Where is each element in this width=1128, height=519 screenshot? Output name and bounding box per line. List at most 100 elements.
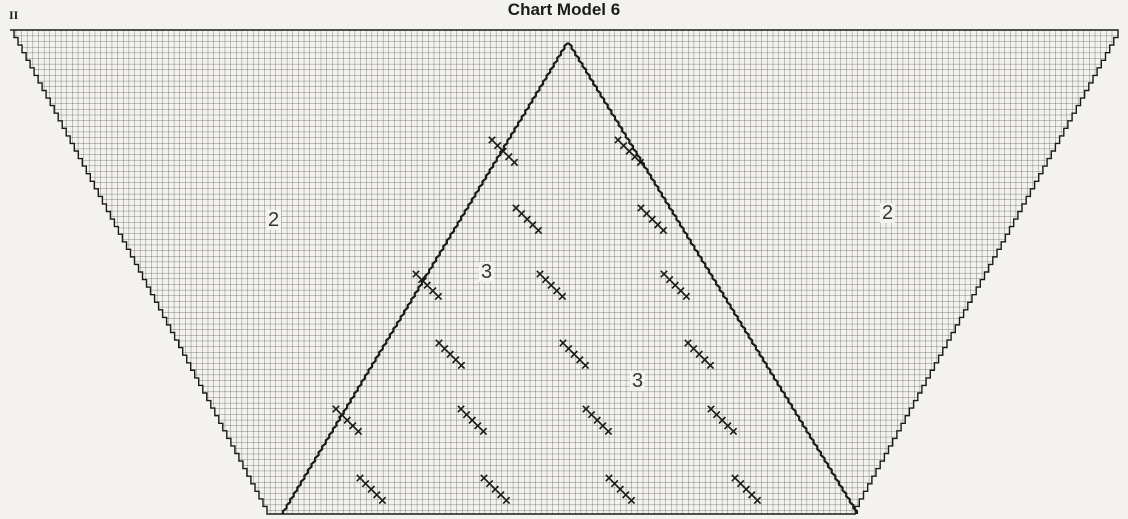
cross-mark (610, 479, 619, 488)
cross-mark (631, 153, 639, 161)
cross-mark (616, 485, 624, 493)
cross-mark (429, 287, 437, 295)
cross-mark (659, 226, 668, 235)
cross-mark (517, 209, 526, 218)
cross-mark (701, 356, 709, 364)
cross-mark (457, 405, 465, 413)
cross-mark (614, 136, 622, 144)
zone-label-center-lower: 3 (630, 370, 646, 392)
cross-mark (576, 356, 584, 364)
cross-mark-group (332, 136, 762, 505)
cross-mark (435, 339, 443, 347)
cross-mark (452, 356, 460, 364)
cross-mark (707, 405, 715, 413)
section-marker: II (9, 8, 19, 22)
cross-mark (570, 350, 578, 358)
cross-mark (541, 275, 550, 284)
cross-mark (354, 427, 363, 436)
cross-mark (349, 422, 357, 430)
chart-outline (10, 29, 1119, 515)
cross-mark (753, 496, 762, 505)
cross-mark (660, 270, 668, 278)
cross-mark (677, 287, 685, 295)
chart-title: Chart Model 6 (507, 0, 621, 19)
cross-mark (412, 270, 420, 278)
cross-mark (417, 275, 426, 284)
cross-mark (671, 281, 679, 289)
cross-mark (665, 275, 674, 284)
cross-mark (581, 361, 590, 370)
cross-mark (604, 427, 613, 436)
cross-mark (332, 405, 340, 413)
cross-mark (512, 204, 520, 212)
cross-mark (593, 416, 601, 424)
cross-mark (361, 479, 370, 488)
cross-mark (558, 292, 567, 301)
cross-mark (682, 292, 691, 301)
cross-mark (736, 479, 745, 488)
cross-mark (534, 226, 543, 235)
cross-mark (378, 496, 387, 505)
cross-mark (502, 496, 511, 505)
cross-mark (547, 281, 555, 289)
cross-mark (695, 350, 703, 358)
cross-mark (493, 141, 502, 150)
cross-mark (587, 410, 596, 419)
cross-mark (446, 350, 454, 358)
cross-mark (636, 158, 645, 167)
cross-mark (553, 287, 561, 295)
cross-mark (457, 361, 466, 370)
cross-mark (510, 158, 519, 167)
grid-area (10, 30, 1118, 514)
cross-mark (474, 422, 482, 430)
cross-mark (637, 204, 645, 212)
cross-mark (343, 416, 351, 424)
cross-mark (724, 422, 732, 430)
cross-mark (605, 474, 613, 482)
cross-mark (627, 496, 636, 505)
cross-mark (564, 344, 573, 353)
cross-mark (373, 491, 381, 499)
cross-mark (499, 147, 507, 155)
cross-mark (485, 479, 494, 488)
cross-mark (356, 474, 364, 482)
cross-mark (684, 339, 692, 347)
cross-mark (505, 153, 513, 161)
cross-mark (718, 416, 726, 424)
cross-mark (731, 474, 739, 482)
cross-mark (712, 410, 721, 419)
cross-mark (654, 221, 662, 229)
cross-mark (642, 209, 651, 218)
cross-mark (440, 344, 449, 353)
cross-mark (582, 405, 590, 413)
zone-label-left: 2 (266, 209, 282, 231)
cross-mark (523, 215, 531, 223)
cross-mark (488, 136, 496, 144)
cross-mark (599, 422, 607, 430)
center-sector-edge (281, 42, 859, 514)
cross-mark (536, 270, 544, 278)
cross-mark (480, 474, 488, 482)
cross-mark (491, 485, 499, 493)
cross-mark (648, 215, 656, 223)
cross-mark (729, 427, 738, 436)
cross-mark (337, 410, 346, 419)
cross-mark (423, 281, 431, 289)
cross-mark (706, 361, 715, 370)
cross-mark (559, 339, 567, 347)
cross-mark (619, 141, 628, 150)
cross-mark (367, 485, 375, 493)
cross-mark (497, 491, 505, 499)
zone-label-right: 2 (880, 202, 896, 224)
cross-mark (622, 491, 630, 499)
cross-mark (742, 485, 750, 493)
cross-mark (462, 410, 471, 419)
cross-mark (529, 221, 537, 229)
cross-mark (748, 491, 756, 499)
outer-edge (10, 29, 1119, 515)
zone-label-center-upper: 3 (479, 261, 495, 283)
cross-mark (625, 147, 633, 155)
cross-mark (479, 427, 488, 436)
cross-mark (468, 416, 476, 424)
